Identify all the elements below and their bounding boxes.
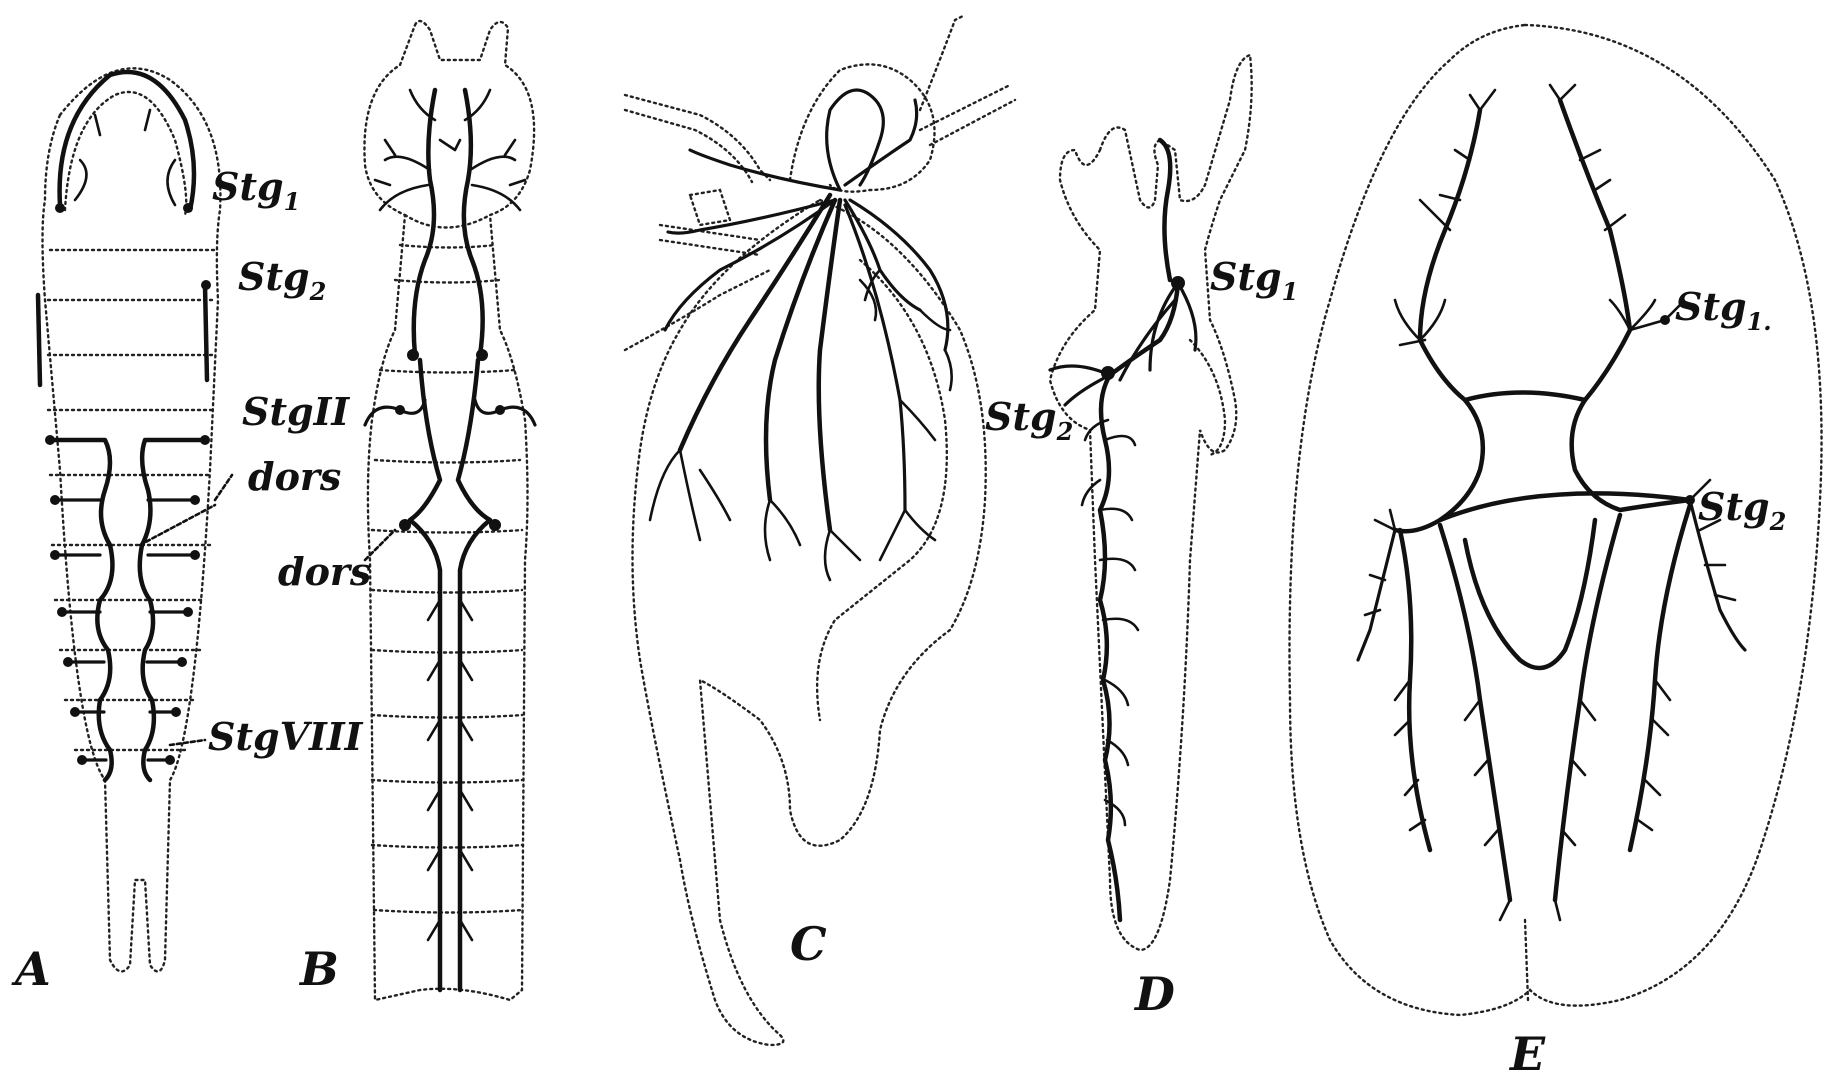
- panel-c-main-trunk-3: [819, 200, 840, 530]
- panel-e-letter: E: [1508, 1027, 1546, 1081]
- panel-e-embryo-dorsal: Stg1. Stg2 E: [1290, 25, 1822, 1081]
- panel-c-left-appendage-3: [625, 270, 770, 350]
- panel-c-head-tracheae: [827, 90, 917, 190]
- panel-c-fine-branches: [650, 270, 952, 580]
- panel-d-stigma-2: [1101, 366, 1115, 380]
- panel-a-stigma-II-right: [200, 435, 210, 445]
- panel-b-thoracic-spiracle-left: [395, 405, 405, 415]
- panel-a-right-trunk: [140, 440, 205, 780]
- panel-a-stigma-1-right: [183, 203, 193, 213]
- panel-e-right-upper-trunk: [1560, 100, 1690, 510]
- panel-e-label-stg2: Stg2: [1698, 484, 1786, 536]
- panel-a-head-branch-4: [145, 110, 150, 130]
- panel-e-right-lateral-trunk: [1630, 505, 1690, 850]
- panel-d-label-stg1: Stg1: [1210, 254, 1298, 306]
- panel-c-letter: C: [790, 917, 827, 971]
- panel-d-pupa-lateral: Stg1 Stg2 D: [985, 55, 1298, 1021]
- panel-e-stigma-1: [1660, 315, 1670, 325]
- panel-b-letter: B: [298, 942, 339, 996]
- panel-b-larva-ventral: dors B: [278, 21, 535, 1000]
- panel-c-pupa-tracheae: C: [625, 15, 1015, 1045]
- panel-b-label-dors: dors: [278, 549, 371, 594]
- panel-a-stigma-II-left: [45, 435, 55, 445]
- panel-b-dors-spiracle-left: [399, 519, 411, 531]
- panel-e-central-u: [1465, 520, 1595, 668]
- panel-c-small-box: [690, 190, 730, 225]
- panel-b-head-branches: [375, 90, 525, 210]
- panel-a-label-stgII: StgII: [242, 389, 350, 434]
- panel-c-branch-upper-left: [690, 150, 840, 190]
- panel-d-secondary-trunk: [1120, 283, 1196, 380]
- panel-b-left-main-trunk: [410, 360, 440, 990]
- panel-c-inner-outline: [817, 260, 947, 720]
- panel-e-left-upper-trunk: [1395, 110, 1483, 531]
- panel-a-stigma-2-left-bar: [38, 295, 40, 385]
- panel-b-trunk-branches: [428, 600, 472, 940]
- panel-a-letter: A: [11, 942, 51, 996]
- panel-c-right-appendage: [920, 15, 1015, 145]
- panel-d-upper-trunk: [1160, 140, 1170, 280]
- panel-a-stigma-1-left: [55, 203, 65, 213]
- panel-c-branch-right-3: [845, 205, 905, 510]
- panel-a-stigma-2: [201, 280, 211, 290]
- panel-d-body-outline: [1050, 55, 1252, 950]
- panel-d-label-stg2: Stg2: [985, 394, 1073, 446]
- panel-e-midline: [1525, 920, 1528, 1000]
- panel-b-dors-spiracle-right: [489, 519, 501, 531]
- panel-d-letter: D: [1133, 967, 1175, 1021]
- panel-b-right-main-trunk: [458, 360, 490, 990]
- panel-a-stigma-2-right-bar: [205, 285, 207, 380]
- panel-b-spiracle-left: [407, 349, 419, 361]
- panel-e-label-stg1: Stg1.: [1675, 284, 1772, 336]
- panel-a-label-stg1: Stg1: [212, 164, 300, 216]
- panel-a-head-inner-outline: [65, 92, 186, 215]
- panel-b-body-outline: [364, 21, 534, 1000]
- panel-a-head-branch-2: [168, 160, 176, 205]
- panel-e-left-lateral-trunk: [1400, 530, 1430, 850]
- panel-a-dors-leader: [215, 475, 232, 500]
- panel-d-right-wing: [1190, 340, 1225, 455]
- panel-a-label-stg2: Stg2: [238, 254, 326, 306]
- panel-a-label-dors: dors: [248, 454, 341, 499]
- panel-a-label-stgVIII: StgVIII: [208, 714, 364, 759]
- panel-a-larva-dorsal: Stg1 Stg2 StgII dors StgVIII A: [11, 68, 364, 996]
- panel-e-cross-commissure: [1465, 393, 1585, 401]
- panel-b-thoracic-spiracle-right: [495, 405, 505, 415]
- panel-b-head-outline: [405, 215, 490, 228]
- panel-c-main-trunk-1: [680, 195, 830, 450]
- panel-a-head-branch-3: [95, 115, 100, 135]
- panel-a-head-branch-1: [75, 160, 86, 200]
- panel-a-body-outline: [43, 68, 221, 971]
- panel-c-branch-right-1: [845, 200, 920, 310]
- panel-e-left-outer-branch: [1358, 530, 1395, 660]
- panel-b-segment-lines: [372, 245, 522, 913]
- panel-e-stigma-2: [1685, 495, 1695, 505]
- panel-a-stgVIII-leader: [170, 740, 205, 745]
